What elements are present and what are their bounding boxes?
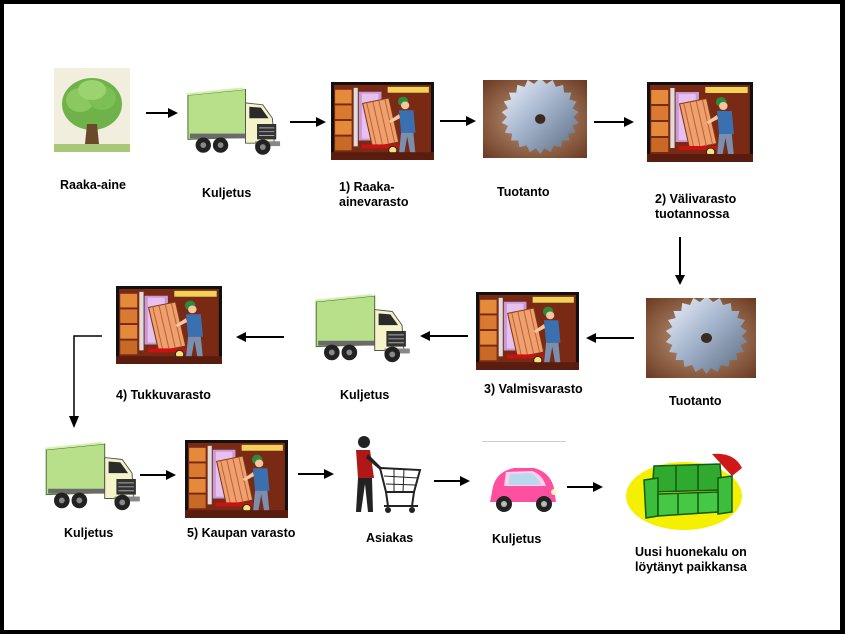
label-production-2: Tuotanto <box>669 394 722 408</box>
sofa-icon <box>624 446 746 532</box>
label-raw-material: Raaka-aine <box>60 178 127 192</box>
warehouse-worker-icon <box>331 82 434 160</box>
warehouse-worker-icon <box>476 292 579 370</box>
arrow-right <box>440 116 476 126</box>
truck-icon <box>186 85 282 163</box>
arrow-right <box>567 482 603 492</box>
label-transport-3: Kuljetus <box>64 526 114 540</box>
label-store-storage: 5) Kaupan varasto <box>187 526 296 540</box>
arrow-left <box>586 333 634 343</box>
label-raw-storage: 1) Raaka- ainevarasto <box>339 180 409 209</box>
tree-icon <box>54 68 130 152</box>
saw-blade-icon <box>483 80 587 158</box>
label-final: Uusi huonekalu on löytänyt paikkansa <box>635 545 747 574</box>
arrow-right <box>298 469 334 479</box>
label-intermediate-storage: 2) Välivarasto tuotannossa <box>655 192 737 221</box>
label-wholesale-storage: 4) Tukkuvarasto <box>116 388 211 402</box>
label-production-1: Tuotanto <box>497 185 550 199</box>
divider-line <box>482 441 566 442</box>
label-transport-2: Kuljetus <box>340 388 390 402</box>
label-finished-storage: 3) Valmisvarasto <box>484 382 583 396</box>
arrow-right <box>146 108 178 118</box>
warehouse-worker-icon <box>116 286 222 364</box>
label-transport-1: Kuljetus <box>202 186 252 200</box>
arrow-right <box>140 470 176 480</box>
arrow-right <box>434 476 470 486</box>
truck-icon <box>314 292 412 370</box>
warehouse-worker-icon <box>647 82 753 162</box>
label-transport-4: Kuljetus <box>492 532 542 546</box>
arrow-left <box>236 332 284 342</box>
arrow-right <box>594 117 634 127</box>
arrow-left <box>420 331 468 341</box>
shopper-cart-icon <box>344 432 424 516</box>
saw-blade-icon <box>646 298 756 378</box>
arrow-elbow-down <box>68 334 104 428</box>
warehouse-worker-icon <box>185 440 288 518</box>
arrow-down <box>675 237 685 285</box>
car-icon <box>484 458 562 516</box>
label-customer: Asiakas <box>366 531 414 545</box>
arrow-right <box>290 117 326 127</box>
truck-icon <box>42 440 144 518</box>
